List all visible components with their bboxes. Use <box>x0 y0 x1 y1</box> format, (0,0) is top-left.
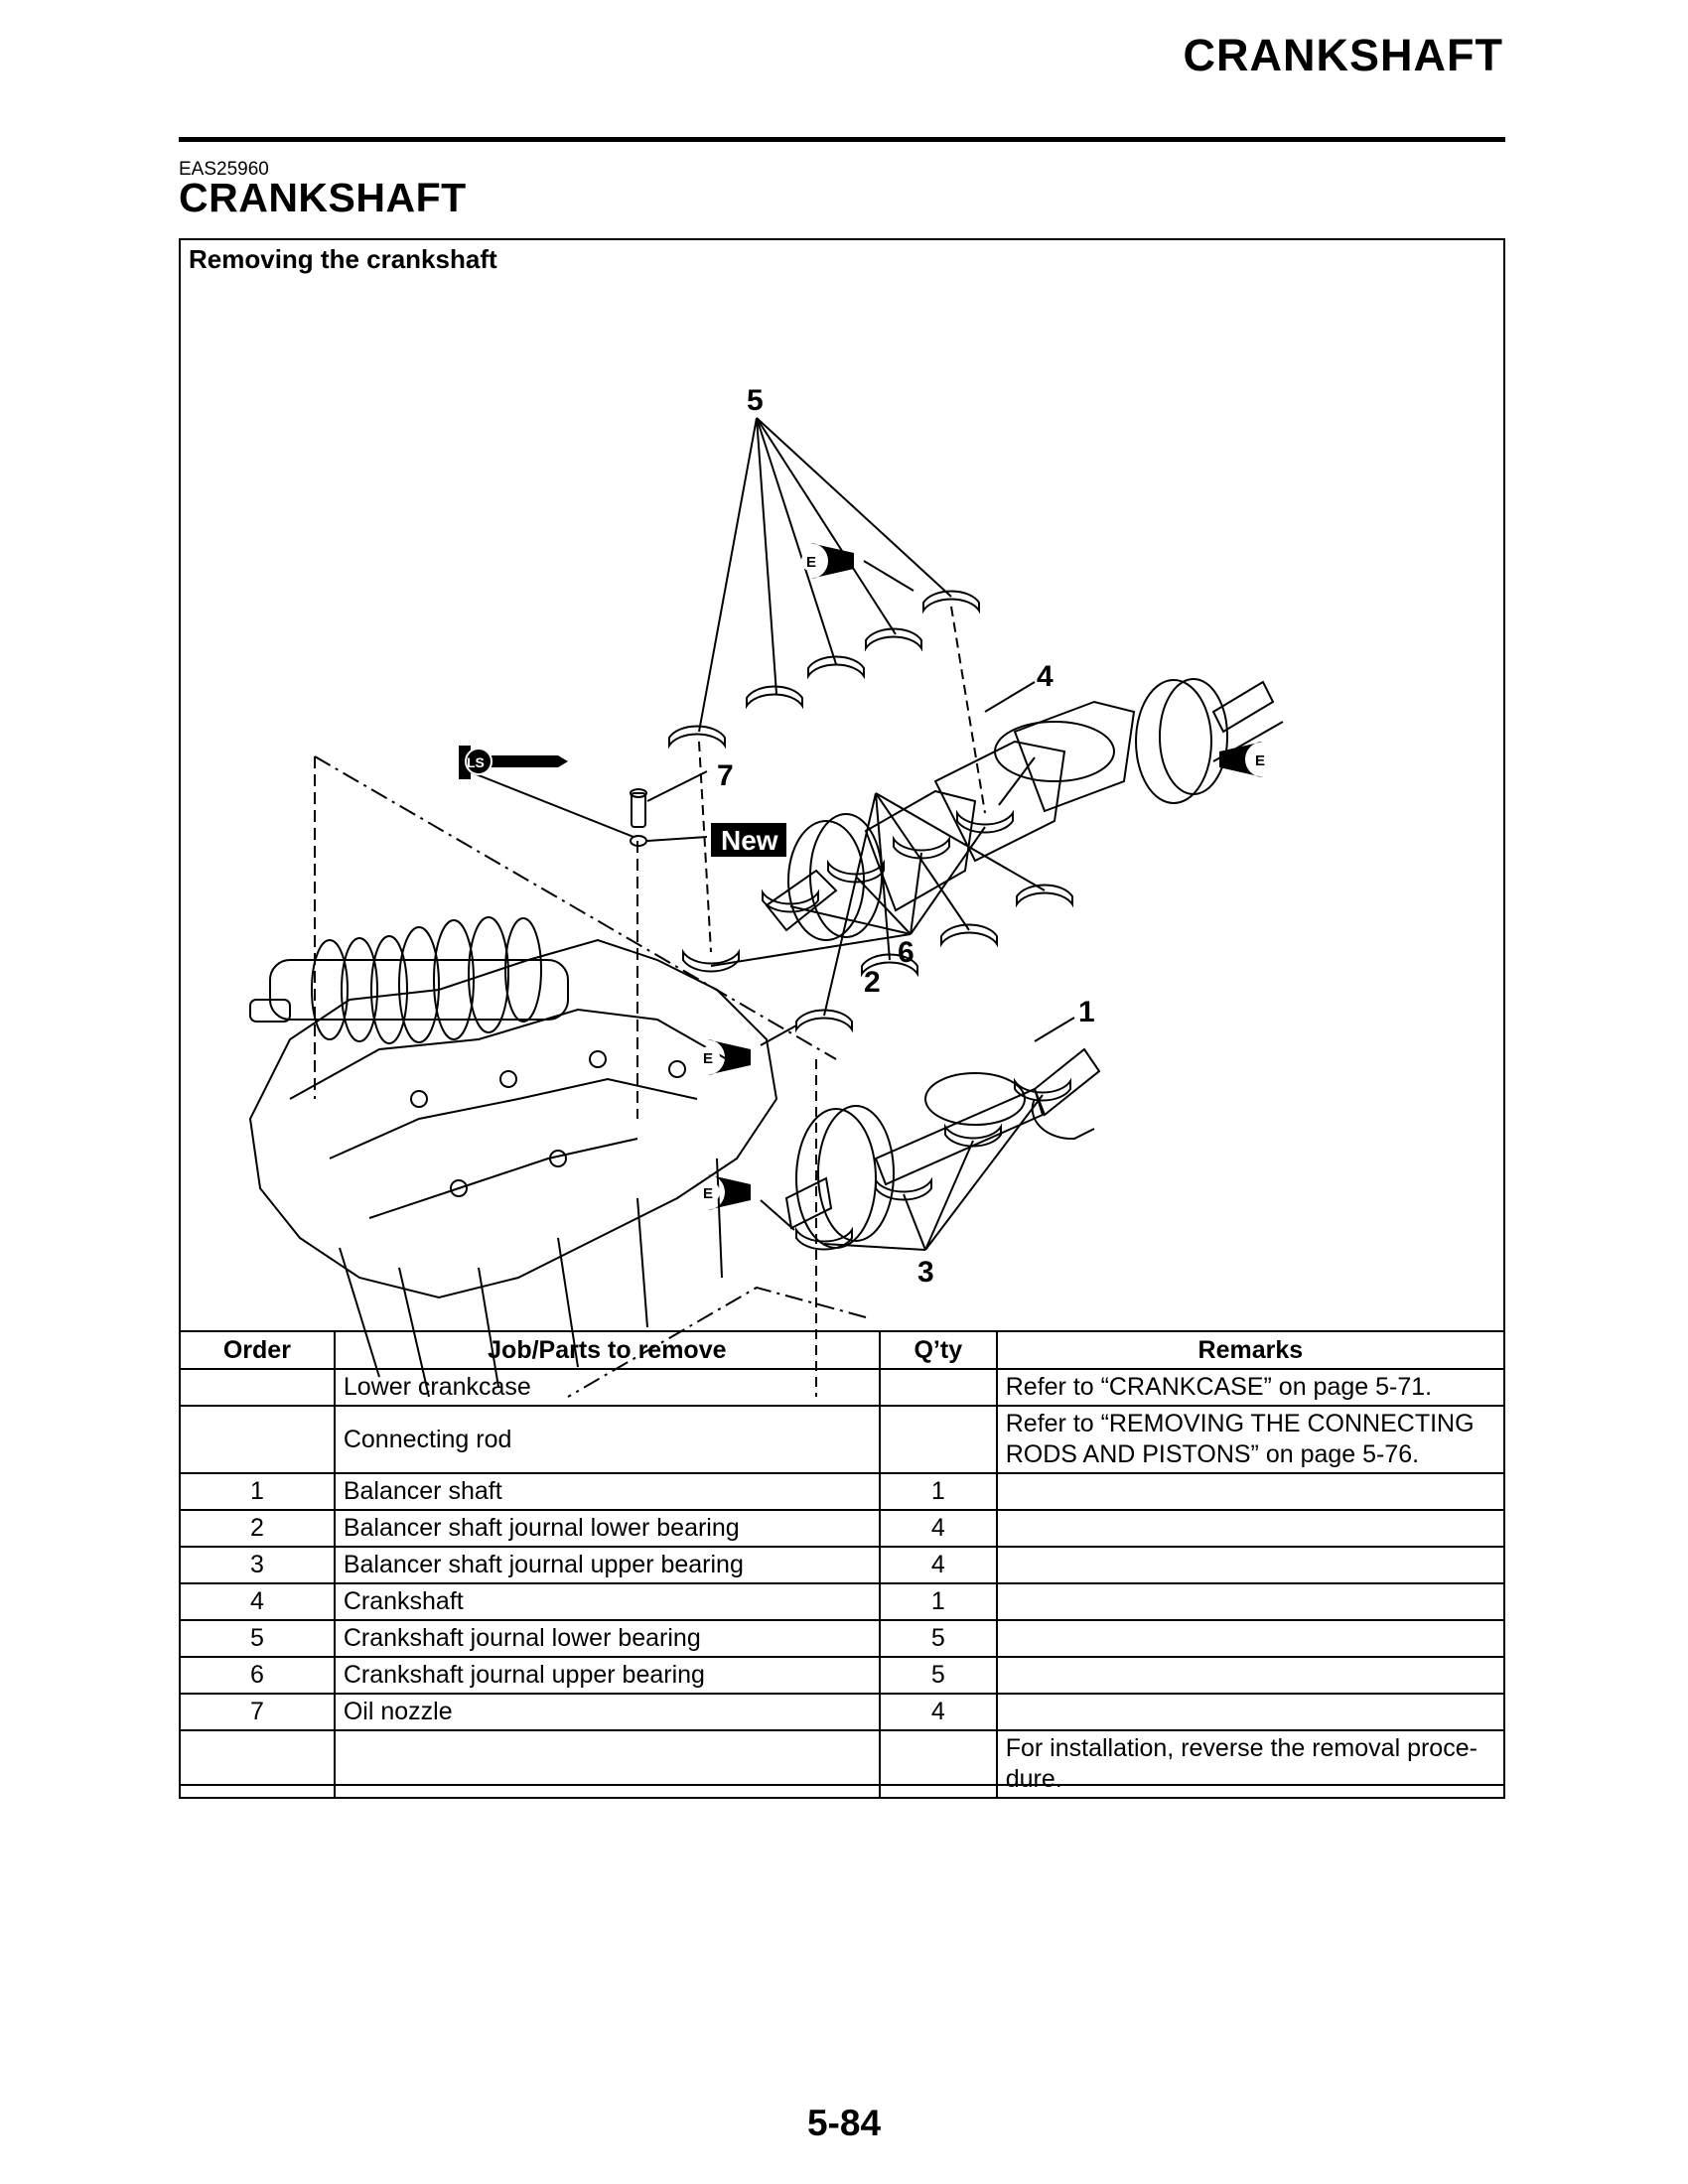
column-header-part: Job/Parts to remove <box>333 1330 881 1370</box>
svg-text:E: E <box>1255 752 1265 769</box>
order-cell: 4 <box>179 1582 336 1621</box>
table-row: 5 Crankshaft journal lower bearing 5 <box>179 1619 1506 1658</box>
crankshaft-upper-bearings <box>668 417 980 750</box>
crankshaft-lower-bearings <box>682 606 1014 973</box>
table-row: 6 Crankshaft journal upper bearing 5 <box>179 1656 1506 1695</box>
section-code: EAS25960 <box>179 159 269 180</box>
callout-1: 1 <box>1078 996 1095 1028</box>
part-cell: Balancer shaft journal upper bearing <box>333 1546 881 1584</box>
order-cell: 6 <box>179 1656 336 1695</box>
order-cell <box>179 1368 336 1407</box>
engine-oil-icon: E <box>698 1174 751 1210</box>
part-cell: Crankshaft journal upper bearing <box>333 1656 881 1695</box>
exploded-diagram: 5 4 7 6 2 1 3 New LS E E <box>248 384 1284 1398</box>
page-header-title: CRANKSHAFT <box>1183 30 1503 80</box>
crankcase-illustration <box>248 755 867 1398</box>
remarks-cell <box>995 1472 1506 1511</box>
order-cell: 2 <box>179 1509 336 1548</box>
callout-4: 4 <box>1037 660 1054 693</box>
remarks-cell <box>995 1693 1506 1731</box>
column-header-order: Order <box>179 1330 336 1370</box>
balancer-lower-bearings <box>795 792 1073 1033</box>
table-header-row: Order Job/Parts to remove Q’ty Remarks <box>179 1330 1506 1370</box>
table-row: 3 Balancer shaft journal upper bearing 4 <box>179 1546 1506 1584</box>
new-tag <box>711 823 786 857</box>
part-cell: Crankshaft journal lower bearing <box>333 1619 881 1658</box>
svg-text:E: E <box>703 1185 713 1202</box>
order-cell: 7 <box>179 1693 336 1731</box>
table-row: For installation, reverse the removal pr… <box>179 1729 1506 1799</box>
crankshaft-illustration <box>765 678 1284 941</box>
remarks-cell <box>995 1582 1506 1621</box>
callout-7: 7 <box>717 759 734 792</box>
qty-cell <box>878 1729 998 1799</box>
qty-cell: 4 <box>878 1546 998 1584</box>
remarks-cell: Refer to “CRANKCASE” on page 5-71. <box>995 1368 1506 1407</box>
qty-cell: 4 <box>878 1693 998 1731</box>
remarks-cell <box>995 1656 1506 1695</box>
section-title: CRANKSHAFT <box>179 175 467 220</box>
remarks-cell <box>995 1619 1506 1658</box>
part-cell: Oil nozzle <box>333 1693 881 1731</box>
qty-cell: 1 <box>878 1472 998 1511</box>
new-tag-label: New <box>721 825 778 856</box>
lithium-grease-label: LS <box>467 754 485 770</box>
qty-cell: 4 <box>878 1509 998 1548</box>
engine-oil-icon: E <box>1219 742 1272 777</box>
qty-cell <box>878 1405 998 1474</box>
remarks-cell: For installation, reverse the removal pr… <box>995 1729 1506 1799</box>
qty-cell: 5 <box>878 1656 998 1695</box>
svg-text:E: E <box>703 1050 713 1067</box>
part-cell <box>333 1729 881 1799</box>
order-cell <box>179 1405 336 1474</box>
part-cell: Balancer shaft journal lower bearing <box>333 1509 881 1548</box>
figure-frame: Removing the crankshaft <box>179 238 1506 1799</box>
figure-caption: Removing the crankshaft <box>189 244 497 274</box>
table-row: 4 Crankshaft 1 <box>179 1582 1506 1621</box>
qty-cell: 1 <box>878 1582 998 1621</box>
part-cell: Lower crankcase <box>333 1368 881 1407</box>
remarks-cell: Refer to “REMOVING THE CONNECTING RODS A… <box>995 1405 1506 1474</box>
order-cell <box>179 1729 336 1799</box>
column-header-remarks: Remarks <box>995 1330 1506 1370</box>
oil-nozzle-illustration <box>468 770 708 847</box>
callout-3: 3 <box>917 1256 934 1289</box>
callout-2: 2 <box>864 966 881 999</box>
table-row: 2 Balancer shaft journal lower bearing 4 <box>179 1509 1506 1548</box>
balancer-shaft-illustration <box>784 1047 1101 1397</box>
parts-table: Order Job/Parts to remove Q’ty Remarks L… <box>179 1330 1506 1799</box>
svg-text:E: E <box>806 554 816 571</box>
part-cell: Connecting rod <box>333 1405 881 1474</box>
column-header-qty: Q’ty <box>878 1330 998 1370</box>
header-rule <box>179 137 1505 142</box>
qty-cell: 5 <box>878 1619 998 1658</box>
lithium-grease-icon: LS <box>459 746 568 779</box>
part-cell: Balancer shaft <box>333 1472 881 1511</box>
callout-5: 5 <box>747 384 764 417</box>
engine-oil-icon: E <box>801 543 854 579</box>
table-row: Lower crankcase Refer to “CRANKCASE” on … <box>179 1368 1506 1407</box>
part-cell: Crankshaft <box>333 1582 881 1621</box>
callout-6: 6 <box>898 936 914 969</box>
table-row: Connecting rod Refer to “REMOVING THE CO… <box>179 1405 1506 1474</box>
remarks-cell <box>995 1509 1506 1548</box>
table-row: 7 Oil nozzle 4 <box>179 1693 1506 1731</box>
order-cell: 3 <box>179 1546 336 1584</box>
qty-cell <box>878 1368 998 1407</box>
engine-oil-icon: E <box>698 1039 751 1075</box>
order-cell: 1 <box>179 1472 336 1511</box>
remarks-cell <box>995 1546 1506 1584</box>
page-number: 5-84 <box>806 2103 882 2143</box>
table-row: 1 Balancer shaft 1 <box>179 1472 1506 1511</box>
balancer-upper-bearings <box>795 1077 1071 1251</box>
order-cell: 5 <box>179 1619 336 1658</box>
